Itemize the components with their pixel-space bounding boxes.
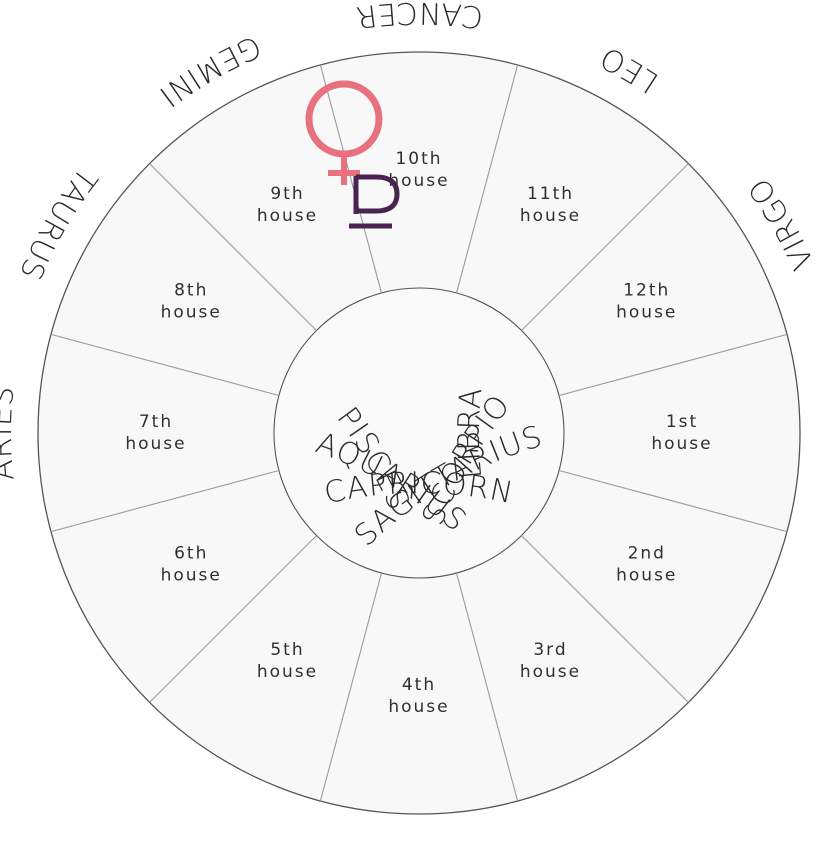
house-divider bbox=[558, 333, 788, 397]
pluto-icon bbox=[349, 174, 400, 229]
house-divider bbox=[149, 163, 317, 331]
sign-label-aries: ARIES bbox=[0, 384, 22, 482]
house-divider bbox=[149, 535, 317, 703]
house-divider bbox=[521, 163, 689, 331]
sign-label-cancer: CANCER bbox=[353, 0, 485, 35]
planet-glyphs bbox=[305, 80, 400, 229]
house-divider bbox=[50, 469, 280, 533]
house-divider bbox=[455, 572, 519, 802]
sign-label-libra: LIBRA bbox=[452, 386, 489, 481]
house-divider bbox=[319, 64, 383, 294]
venus-icon bbox=[305, 80, 383, 185]
sign-label-leo: LEO bbox=[594, 39, 665, 100]
house-divider bbox=[455, 64, 519, 294]
house-divider bbox=[50, 333, 280, 397]
house-divider bbox=[558, 469, 788, 533]
house-divider bbox=[521, 535, 689, 703]
house-divider bbox=[319, 572, 383, 802]
house-dividers bbox=[50, 64, 788, 802]
inner-circle bbox=[273, 287, 565, 579]
